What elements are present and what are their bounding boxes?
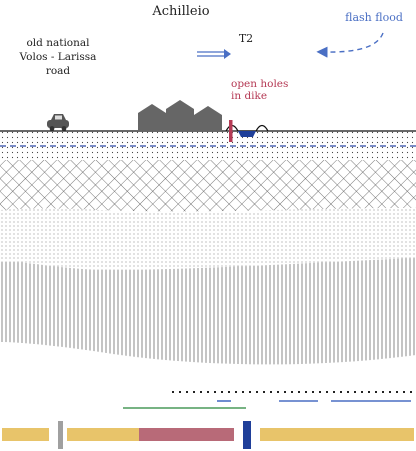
dike-marker-icon xyxy=(229,120,233,142)
road-label-line3: road xyxy=(46,65,71,77)
yellow-band-center xyxy=(67,428,139,441)
title-label: Achilleio xyxy=(151,4,209,19)
top-dotted-layer xyxy=(0,131,416,159)
holes-label-line1: open holes xyxy=(231,78,288,90)
blue-marker-bar xyxy=(243,421,251,449)
holes-label-line2: in dike xyxy=(231,90,267,102)
road-label-line2: Volos - Larissa xyxy=(19,51,97,63)
yellow-band-left xyxy=(2,428,49,441)
station-label: T2 xyxy=(239,32,253,45)
flash-flood-arrow xyxy=(316,32,384,58)
house-icon xyxy=(138,100,222,131)
crosshatch-layer xyxy=(0,160,416,212)
arrow-icon xyxy=(197,49,231,59)
fine-dotted-layer xyxy=(0,208,416,270)
vertical-lines-layer xyxy=(0,258,416,365)
flood-label: flash flood xyxy=(345,11,403,24)
car-icon xyxy=(47,114,69,131)
gray-marker-bar xyxy=(58,421,63,449)
mauve-band xyxy=(139,428,234,441)
water-pond xyxy=(238,131,256,137)
yellow-band-right xyxy=(260,428,414,441)
road-label-line1: old national xyxy=(26,37,90,49)
